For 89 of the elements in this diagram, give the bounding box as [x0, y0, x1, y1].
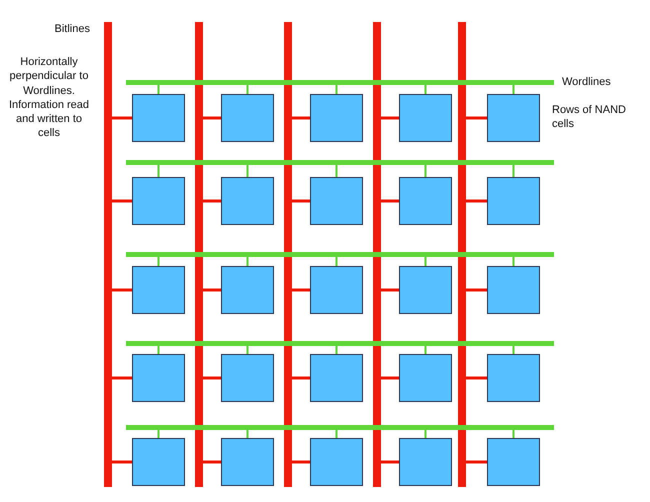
memory-cell: [487, 94, 540, 142]
connector-line: [424, 164, 426, 177]
wordline-bar: [126, 252, 554, 256]
memory-cell: [310, 266, 363, 314]
connector-line: [466, 288, 487, 292]
bitline-bar: [458, 22, 466, 487]
connector-line: [203, 200, 221, 202]
memory-cell: [221, 354, 274, 402]
connector-line: [292, 288, 310, 292]
memory-cell: [221, 266, 274, 314]
connector-line: [336, 430, 338, 438]
connector-line: [203, 376, 221, 380]
connector-line: [424, 84, 426, 94]
memory-cell: [132, 354, 185, 402]
bitline-bar: [373, 22, 381, 487]
connector-line: [112, 460, 132, 464]
connector-line: [336, 256, 338, 266]
memory-cell: [221, 177, 274, 225]
memory-cell: [399, 266, 452, 314]
connector-line: [381, 288, 399, 292]
connector-line: [512, 84, 514, 94]
connector-line: [158, 256, 160, 266]
connector-line: [512, 256, 514, 266]
memory-cell: [487, 177, 540, 225]
connector-line: [512, 164, 514, 177]
connector-line: [292, 200, 310, 202]
memory-cell: [221, 94, 274, 142]
connector-line: [112, 376, 132, 380]
memory-cell: [132, 266, 185, 314]
memory-cell: [132, 438, 185, 486]
bitline-bar: [104, 22, 112, 487]
bitline-bar: [284, 22, 292, 487]
memory-cell: [399, 94, 452, 142]
connector-line: [112, 288, 132, 292]
memory-cell: [399, 438, 452, 486]
connector-line: [466, 376, 487, 380]
connector-line: [381, 200, 399, 202]
connector-line: [424, 430, 426, 438]
memory-cell: [132, 94, 185, 142]
connector-line: [336, 84, 338, 94]
connector-line: [112, 200, 132, 202]
connector-line: [381, 116, 399, 120]
connector-line: [292, 376, 310, 380]
connector-line: [158, 346, 160, 354]
memory-cell: [487, 266, 540, 314]
memory-cell: [399, 177, 452, 225]
connector-line: [246, 430, 248, 438]
connector-line: [466, 200, 487, 202]
wordline-bar: [126, 80, 554, 84]
wordline-bar: [126, 424, 554, 430]
connector-line: [203, 288, 221, 292]
connector-line: [424, 346, 426, 354]
connector-line: [158, 84, 160, 94]
connector-line: [336, 346, 338, 354]
bitline-bar: [195, 22, 203, 487]
connector-line: [424, 256, 426, 266]
memory-cell: [132, 177, 185, 225]
memory-cell: [399, 354, 452, 402]
wordline-bar: [126, 340, 554, 346]
connector-line: [292, 116, 310, 120]
connector-line: [512, 346, 514, 354]
memory-cell: [221, 438, 274, 486]
connector-line: [336, 164, 338, 177]
connector-line: [158, 430, 160, 438]
description-text: Horizontally perpendicular to Wordlines. Information read and written to cells: [8, 55, 90, 141]
memory-cell: [310, 177, 363, 225]
connector-line: [381, 376, 399, 380]
memory-cell: [310, 354, 363, 402]
connector-line: [246, 164, 248, 177]
memory-cell: [487, 354, 540, 402]
connector-line: [246, 84, 248, 94]
connector-line: [246, 256, 248, 266]
memory-cell: [310, 94, 363, 142]
annotation-text: Rows of NAND cells: [552, 103, 627, 132]
memory-cell: [487, 438, 540, 486]
connector-line: [512, 430, 514, 438]
connector-line: [203, 116, 221, 120]
connector-line: [112, 116, 132, 120]
connector-line: [158, 164, 160, 177]
connector-line: [292, 460, 310, 464]
memory-cell: [310, 438, 363, 486]
axis-label: Bitlines: [54, 22, 90, 36]
wordline-bar: [126, 160, 554, 164]
connector-line: [466, 460, 487, 464]
connector-line: [203, 460, 221, 464]
connector-line: [246, 346, 248, 354]
connector-line: [466, 116, 487, 120]
axis-label: Wordlines: [562, 75, 612, 90]
connector-line: [381, 460, 399, 464]
